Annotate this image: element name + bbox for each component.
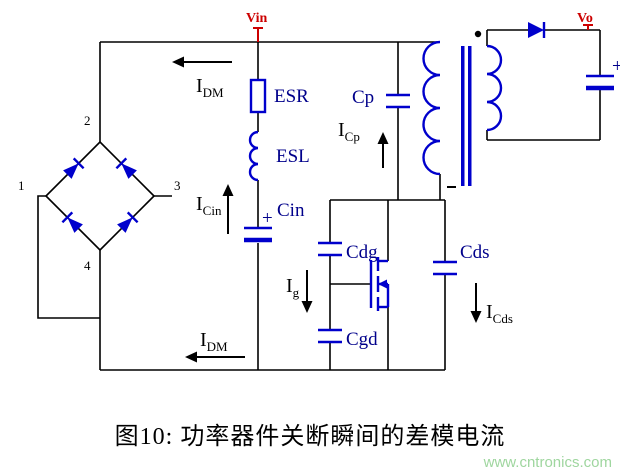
icds-arrowhead-icon bbox=[470, 311, 482, 323]
figure-caption: 图10: 功率器件关断瞬间的差模电流 bbox=[114, 424, 506, 450]
watermark-text: www.cntronics.com bbox=[483, 454, 612, 471]
primary-winding-icon bbox=[422, 40, 441, 176]
idm-top-current: IDM bbox=[172, 56, 232, 100]
bridge-pin-1: 1 bbox=[18, 178, 25, 193]
icds-label: ICds bbox=[486, 301, 513, 326]
ig-current: Ig bbox=[286, 270, 313, 313]
left-return-wire bbox=[37, 195, 100, 319]
cin-plus-sign: + bbox=[262, 208, 273, 229]
esr-resistor: ESR bbox=[249, 78, 309, 114]
cgd-label: Cgd bbox=[346, 329, 378, 350]
icin-arrowhead-icon bbox=[222, 184, 234, 196]
cgd-capacitor: Cgd bbox=[318, 328, 378, 350]
idm-bottom-current: IDM bbox=[185, 329, 245, 363]
secondary-winding-icon bbox=[486, 44, 503, 132]
esl-inductor: ESL bbox=[248, 130, 310, 182]
secondary-polarity-dot bbox=[474, 30, 482, 38]
bridge-pin-4: 4 bbox=[84, 258, 91, 273]
bridge-pin-2: 2 bbox=[84, 113, 91, 128]
transformer bbox=[422, 30, 503, 188]
wires bbox=[37, 29, 601, 371]
cdg-label: Cdg bbox=[346, 242, 378, 263]
icp-current: ICp bbox=[338, 119, 389, 168]
cdg-capacitor: Cdg bbox=[318, 241, 378, 263]
vin-terminal: Vin bbox=[246, 11, 267, 42]
icin-label: ICin bbox=[196, 193, 222, 218]
icp-arrowhead-icon bbox=[377, 132, 389, 144]
cds-capacitor: Cds bbox=[433, 242, 490, 276]
idm-bottom-label: IDM bbox=[200, 329, 228, 354]
cout-plus-sign: + bbox=[612, 56, 620, 77]
idm-top-label: IDM bbox=[196, 75, 224, 100]
ig-label: Ig bbox=[286, 275, 300, 300]
output-diode bbox=[528, 22, 546, 38]
cds-label: Cds bbox=[460, 242, 490, 263]
esl-label: ESL bbox=[276, 146, 310, 167]
mosfet bbox=[369, 257, 390, 311]
bridge-diode-icon bbox=[115, 157, 137, 179]
cp-capacitor: Cp bbox=[352, 87, 410, 109]
esr-label: ESR bbox=[274, 86, 309, 107]
mosfet-body-arrow-icon bbox=[378, 279, 387, 289]
cin-capacitor: Cin + bbox=[244, 200, 305, 243]
vin-label: Vin bbox=[246, 11, 267, 26]
ig-arrowhead-icon bbox=[301, 301, 313, 313]
icin-current: ICin bbox=[196, 184, 234, 234]
cp-label: Cp bbox=[352, 87, 374, 108]
icds-current: ICds bbox=[470, 283, 513, 326]
idm-bottom-arrowhead-icon bbox=[185, 351, 197, 363]
bridge-diode-icon bbox=[117, 211, 139, 233]
vo-label: Vo bbox=[577, 11, 593, 26]
core-bar bbox=[468, 46, 472, 186]
bridge-pin-3: 3 bbox=[174, 178, 181, 193]
bridge-diode-icon bbox=[61, 211, 83, 233]
esl-coil-icon bbox=[248, 130, 259, 182]
bridge-diode-icon bbox=[63, 157, 85, 179]
bridge-rectifier: 1 2 3 4 bbox=[18, 113, 181, 273]
cin-label: Cin bbox=[277, 200, 305, 221]
vo-terminal: Vo bbox=[577, 11, 593, 30]
icp-label: ICp bbox=[338, 119, 360, 144]
idm-top-arrowhead-icon bbox=[172, 56, 184, 68]
core-bar bbox=[461, 46, 465, 186]
output-capacitor: + bbox=[586, 56, 620, 91]
